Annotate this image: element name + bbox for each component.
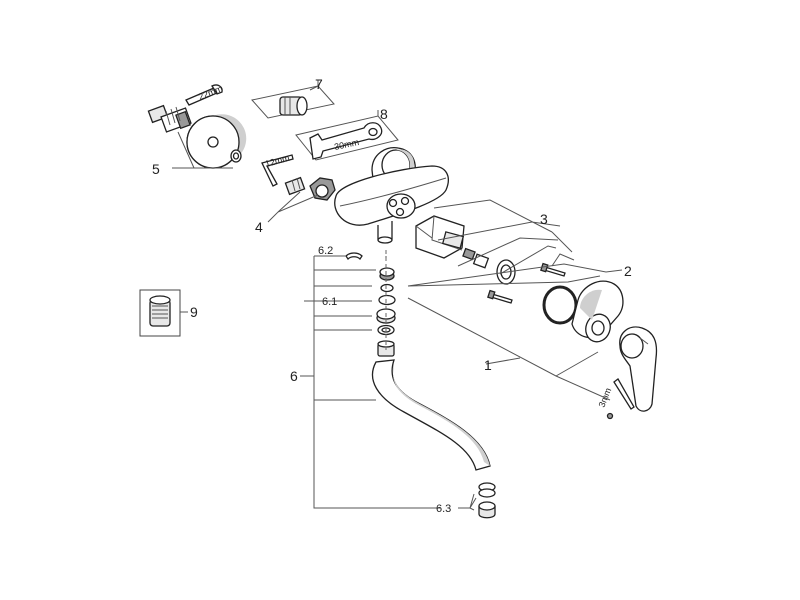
wrench-22mm-icon: 22mm <box>185 83 224 106</box>
callout-5: 5 <box>152 161 160 177</box>
part-8-spanner: 30mm <box>295 110 399 161</box>
leader-3 <box>433 199 575 275</box>
dim-12mm: 12mm <box>264 153 291 169</box>
callout-7: 7 <box>315 76 323 92</box>
callout-6-1: 6.1 <box>322 296 337 308</box>
mixer-body <box>334 147 449 244</box>
callout-6: 6 <box>290 368 298 384</box>
callout-2: 2 <box>624 263 632 279</box>
callout-6-2: 6.2 <box>318 245 333 257</box>
leader-2 <box>407 263 623 287</box>
part-5-wall-connector <box>147 104 247 169</box>
leader-1 <box>407 297 611 401</box>
part-2-sleeve <box>542 280 624 343</box>
callout-8: 8 <box>380 106 388 122</box>
mixer-handle: 3mm <box>597 326 658 420</box>
part-9-aerator <box>139 289 181 337</box>
callout-6-3: 6.3 <box>436 503 451 515</box>
callout-3: 3 <box>540 211 548 227</box>
callout-9: 9 <box>190 304 198 320</box>
dim-22mm: 22mm <box>197 83 224 102</box>
part-7-sleeve <box>251 80 335 119</box>
part-6-spout <box>345 252 496 519</box>
callout-4: 4 <box>255 219 263 235</box>
callout-1: 1 <box>484 357 492 373</box>
part-4-union: 12mm <box>261 153 336 201</box>
leader-6-3 <box>458 493 477 511</box>
leader-4 <box>267 191 319 223</box>
part-3-cartridge <box>415 215 566 304</box>
leader-6 <box>300 255 440 509</box>
leader-5 <box>172 131 233 169</box>
